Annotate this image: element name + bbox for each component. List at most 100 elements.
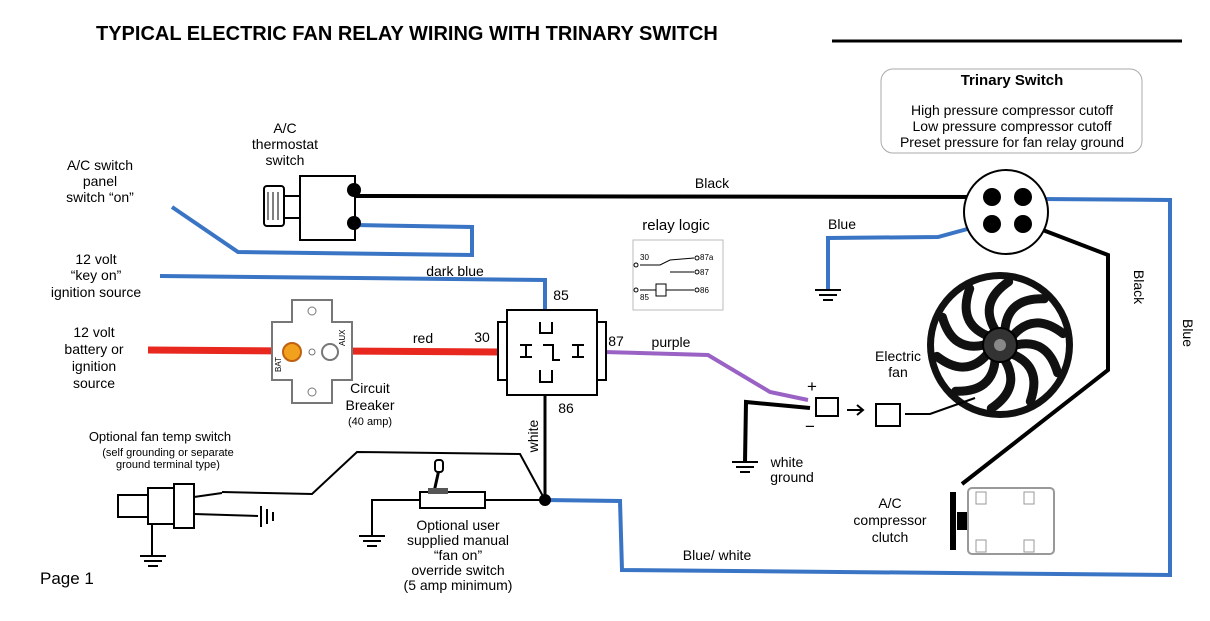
thermostat-label: A/C: [273, 120, 296, 136]
relay-flange: [596, 321, 607, 381]
override-label: override switch: [411, 562, 504, 578]
battery-label: source: [73, 375, 115, 391]
breaker-label: Breaker: [345, 397, 394, 413]
thermostat-shaft: [283, 195, 301, 219]
electric-fan: [905, 272, 1073, 418]
relay-logic-87a: 87a: [700, 253, 714, 262]
relay-logic-node: [694, 255, 700, 261]
relay-logic-87: 87: [700, 268, 709, 277]
relay-pin-87: [572, 344, 584, 358]
wire-label-blue: Blue: [828, 216, 856, 232]
fan-blade: [1011, 339, 1063, 378]
relay-logic-node: [694, 269, 700, 275]
wire-purple: [603, 350, 809, 402]
fan-hub-center: [994, 339, 1006, 351]
trinary-line2: Low pressure compressor cutoff: [913, 118, 1112, 134]
breaker-label: Circuit: [350, 380, 390, 396]
compressor-mount: [1023, 539, 1035, 553]
wire-override-left: [371, 499, 420, 536]
relay-logic-86: 86: [700, 286, 709, 295]
fan-blade: [984, 277, 1014, 335]
ground-icon: [359, 535, 385, 547]
relay-pin-label-30: 30: [474, 329, 490, 345]
ground-icon: [260, 506, 274, 527]
page-label: Page 1: [40, 569, 94, 588]
trinary-line3: Preset pressure for fan relay ground: [900, 134, 1124, 150]
wire-black-top: [354, 194, 981, 199]
thermostat-terminal: [347, 183, 361, 197]
wire-blue-panel: [170, 205, 474, 258]
fan-blade: [961, 284, 992, 341]
compressor-clutch-plate: [950, 492, 956, 550]
compressor-mount: [975, 539, 987, 553]
fan-lead-wire: [905, 397, 976, 415]
override-label: supplied manual: [407, 532, 509, 548]
trinary-terminal: [1014, 188, 1032, 206]
fan-blade: [951, 355, 1000, 396]
trinary-switch-body: [963, 169, 1049, 255]
fan-temp-switch: [117, 483, 259, 556]
battery-label: ignition: [72, 358, 116, 374]
relay-pin-85: [539, 322, 553, 334]
ac-panel-label: switch “on”: [66, 189, 134, 205]
battery-label: 12 volt: [73, 324, 114, 340]
fan-blade: [986, 355, 1016, 413]
polarity-plus: +: [807, 377, 817, 396]
key-on-label: 12 volt: [75, 251, 116, 267]
wire-label-white: white: [525, 419, 541, 453]
compressor-label: clutch: [872, 529, 909, 545]
fan-plug-socket: [875, 403, 901, 427]
trinary-terminal: [983, 215, 1001, 233]
trinary-title: Trinary Switch: [961, 72, 1064, 89]
relay-logic-coil: [655, 283, 667, 297]
compressor-clutch-hub: [957, 512, 967, 530]
breaker-mount-hole: [307, 387, 317, 397]
breaker-aux-text: AUX: [338, 329, 347, 346]
wire-red-battery: [147, 346, 293, 355]
diagram-title: TYPICAL ELECTRIC FAN RELAY WIRING WITH T…: [96, 23, 718, 45]
wire-black-compressor: [960, 225, 1110, 486]
ac-panel-label: A/C switch: [67, 157, 133, 173]
key-on-label: ignition source: [51, 284, 141, 300]
wire-fan-ground: [743, 399, 811, 463]
relay-logic-contact: [640, 257, 695, 266]
relay-logic-node: [633, 262, 639, 268]
thermostat-label: thermostat: [252, 136, 318, 152]
relay-logic-box: [632, 239, 724, 311]
wire-fan-temp: [221, 450, 546, 501]
relay-logic-node: [694, 287, 700, 293]
polarity-minus: −: [805, 417, 815, 436]
breaker-center: [308, 348, 316, 356]
relay-logic-title: relay logic: [642, 217, 710, 234]
connect-arrow: [847, 404, 865, 416]
fan-temp-note: ground terminal type): [116, 459, 220, 471]
breaker-aux-terminal: [321, 343, 339, 361]
relay-pin-86: [539, 370, 553, 383]
thermostat-label: switch: [266, 152, 305, 168]
wire-blue-white: [544, 197, 1172, 578]
thermostat-switch-body: [299, 175, 356, 241]
relay-pin-label-87: 87: [608, 333, 624, 349]
override-label: (5 amp minimum): [404, 577, 513, 593]
ac-panel-label: panel: [83, 173, 117, 189]
fan-ground-label: ground: [770, 469, 814, 485]
wire-red-relay: [329, 347, 499, 356]
fan-blade: [1000, 294, 1049, 335]
fan-label: Electric: [875, 348, 921, 364]
fan-label: fan: [888, 364, 907, 380]
fan-blade: [1008, 318, 1068, 341]
wire-dark-blue: [159, 274, 547, 312]
fan-blade: [932, 349, 992, 372]
ground-icon: [815, 289, 841, 301]
override-label: Optional user: [416, 517, 500, 533]
override-label: “fan on”: [434, 547, 483, 563]
compressor-label: compressor: [853, 512, 926, 528]
thermostat-knob: [263, 185, 285, 227]
trinary-label-box: [880, 68, 1143, 154]
fan-blade: [937, 312, 989, 351]
wire-label-blue-vertical: Blue: [1180, 319, 1196, 347]
compressor-label: A/C: [878, 495, 901, 511]
relay-logic-node: [633, 287, 639, 293]
wire-label-red: red: [413, 330, 433, 346]
